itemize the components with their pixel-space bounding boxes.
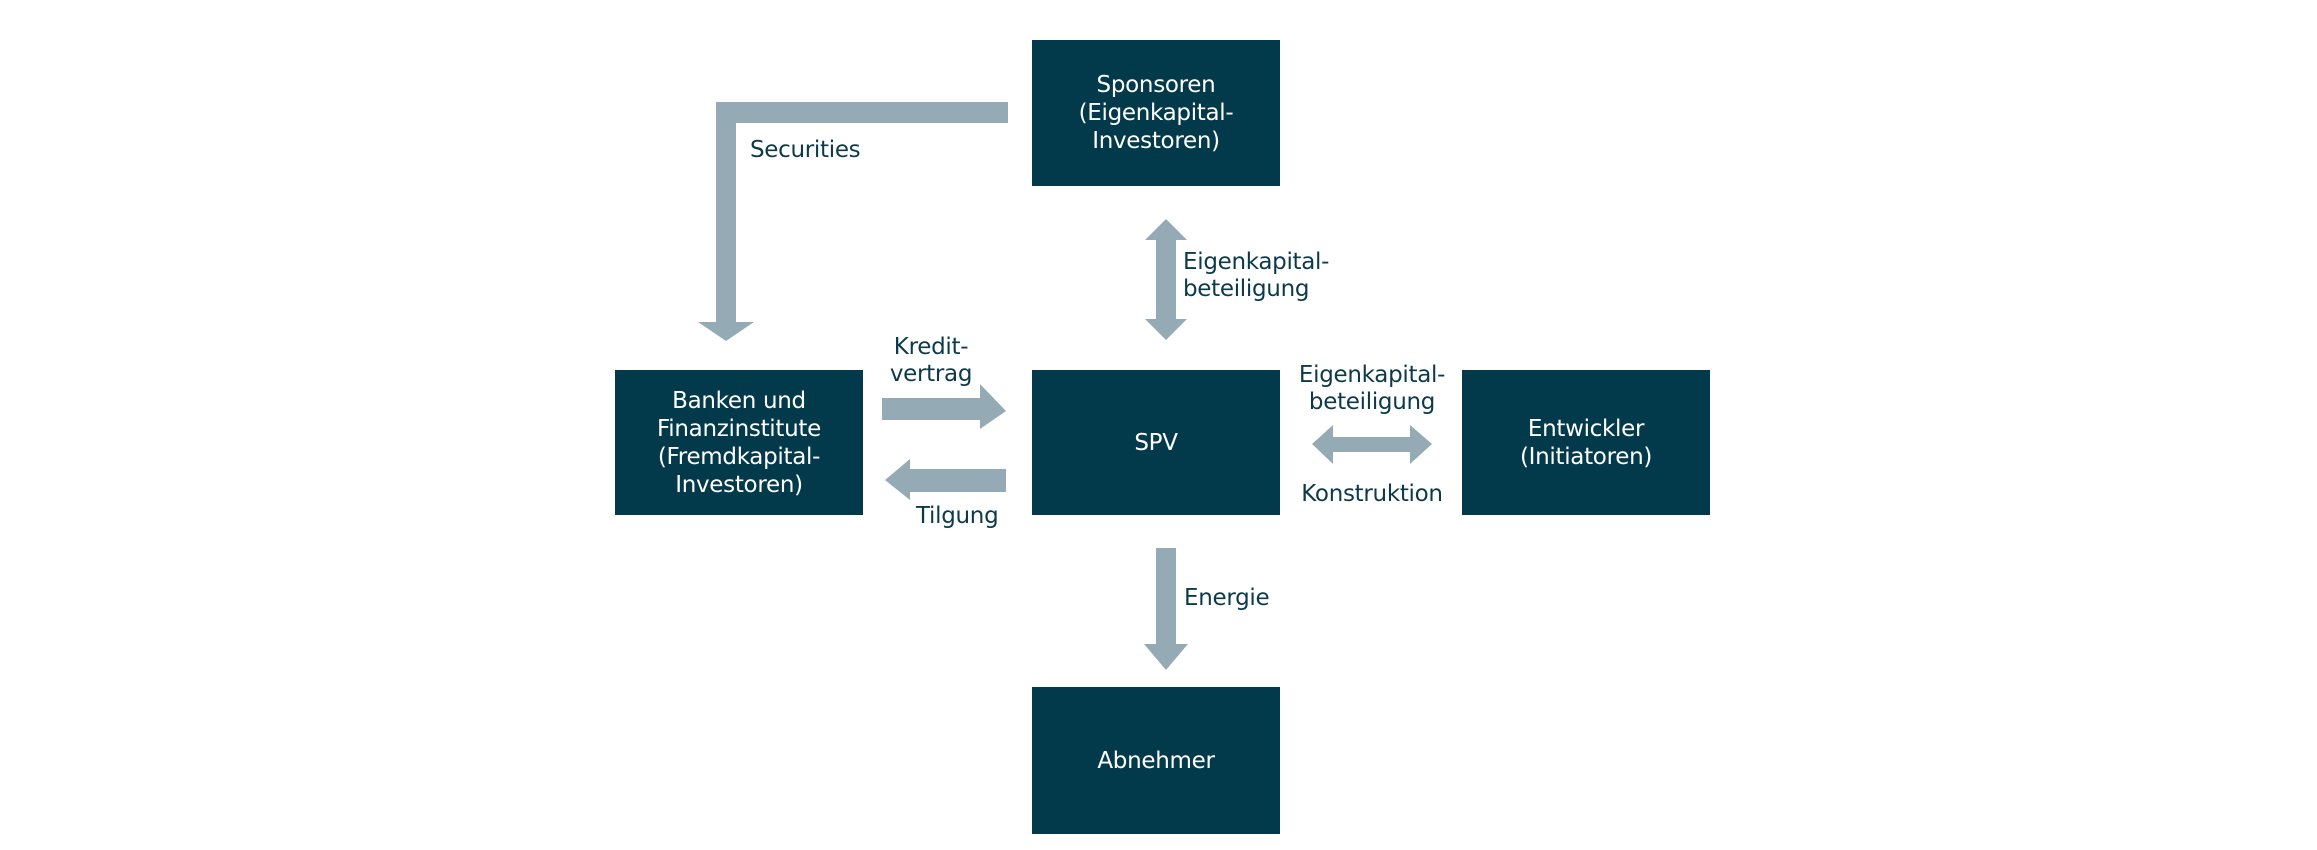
eigenkapital-vertical-double-arrow: [1145, 219, 1187, 340]
label-securities: Securities: [750, 137, 861, 163]
node-spv: SPV: [1032, 370, 1280, 515]
label-tilgung: Tilgung: [916, 503, 999, 529]
label-eigenkapital-right: Eigenkapital- beteiligung: [1298, 362, 1446, 415]
kreditvertrag-arrow: [882, 384, 1006, 429]
spv-entwickler-double-arrow: [1312, 425, 1432, 464]
node-sponsoren: Sponsoren (Eigenkapital- Investoren): [1032, 40, 1280, 186]
tilgung-arrow: [885, 459, 1006, 500]
node-banken: Banken und Finanzinstitute (Fremdkapital…: [615, 370, 863, 515]
label-energie: Energie: [1184, 585, 1270, 611]
securities-arrow: [698, 102, 1008, 341]
node-abnehmer: Abnehmer: [1032, 687, 1280, 834]
label-kreditvertrag: Kredit- vertrag: [889, 334, 973, 387]
node-entwickler: Entwickler (Initiatoren): [1462, 370, 1710, 515]
energie-arrow: [1144, 548, 1188, 670]
label-konstruktion: Konstruktion: [1301, 481, 1443, 507]
label-eigenkapital-top: Eigenkapital- beteiligung: [1183, 249, 1330, 302]
